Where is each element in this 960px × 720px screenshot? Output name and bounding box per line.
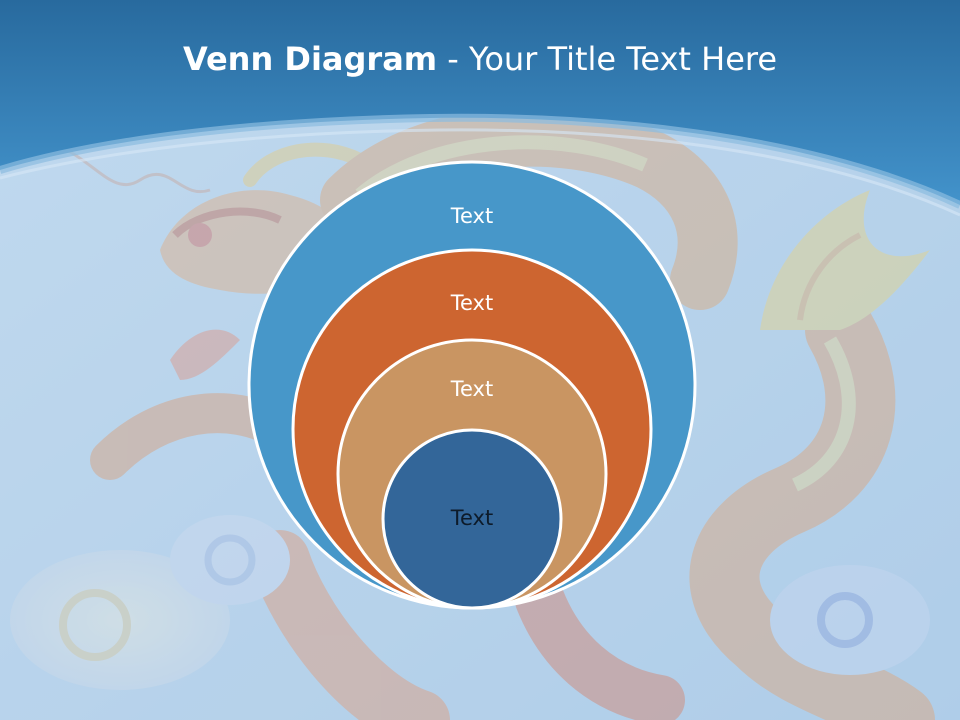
venn-circle-inner[interactable] xyxy=(381,428,563,610)
dragon-artwork xyxy=(10,106,935,720)
slide-title-bold: Venn Diagram xyxy=(182,40,438,78)
header-band xyxy=(0,0,960,205)
venn-label-inner: Text xyxy=(450,506,494,530)
slide-title-rest: - Your Title Text Here xyxy=(437,40,778,78)
venn-diagram xyxy=(247,160,697,610)
venn-label-outer: Text xyxy=(450,204,494,228)
venn-label-third: Text xyxy=(450,377,494,401)
slide-title: Venn Diagram - Your Title Text Here xyxy=(0,40,960,78)
venn-label-second: Text xyxy=(450,291,494,315)
